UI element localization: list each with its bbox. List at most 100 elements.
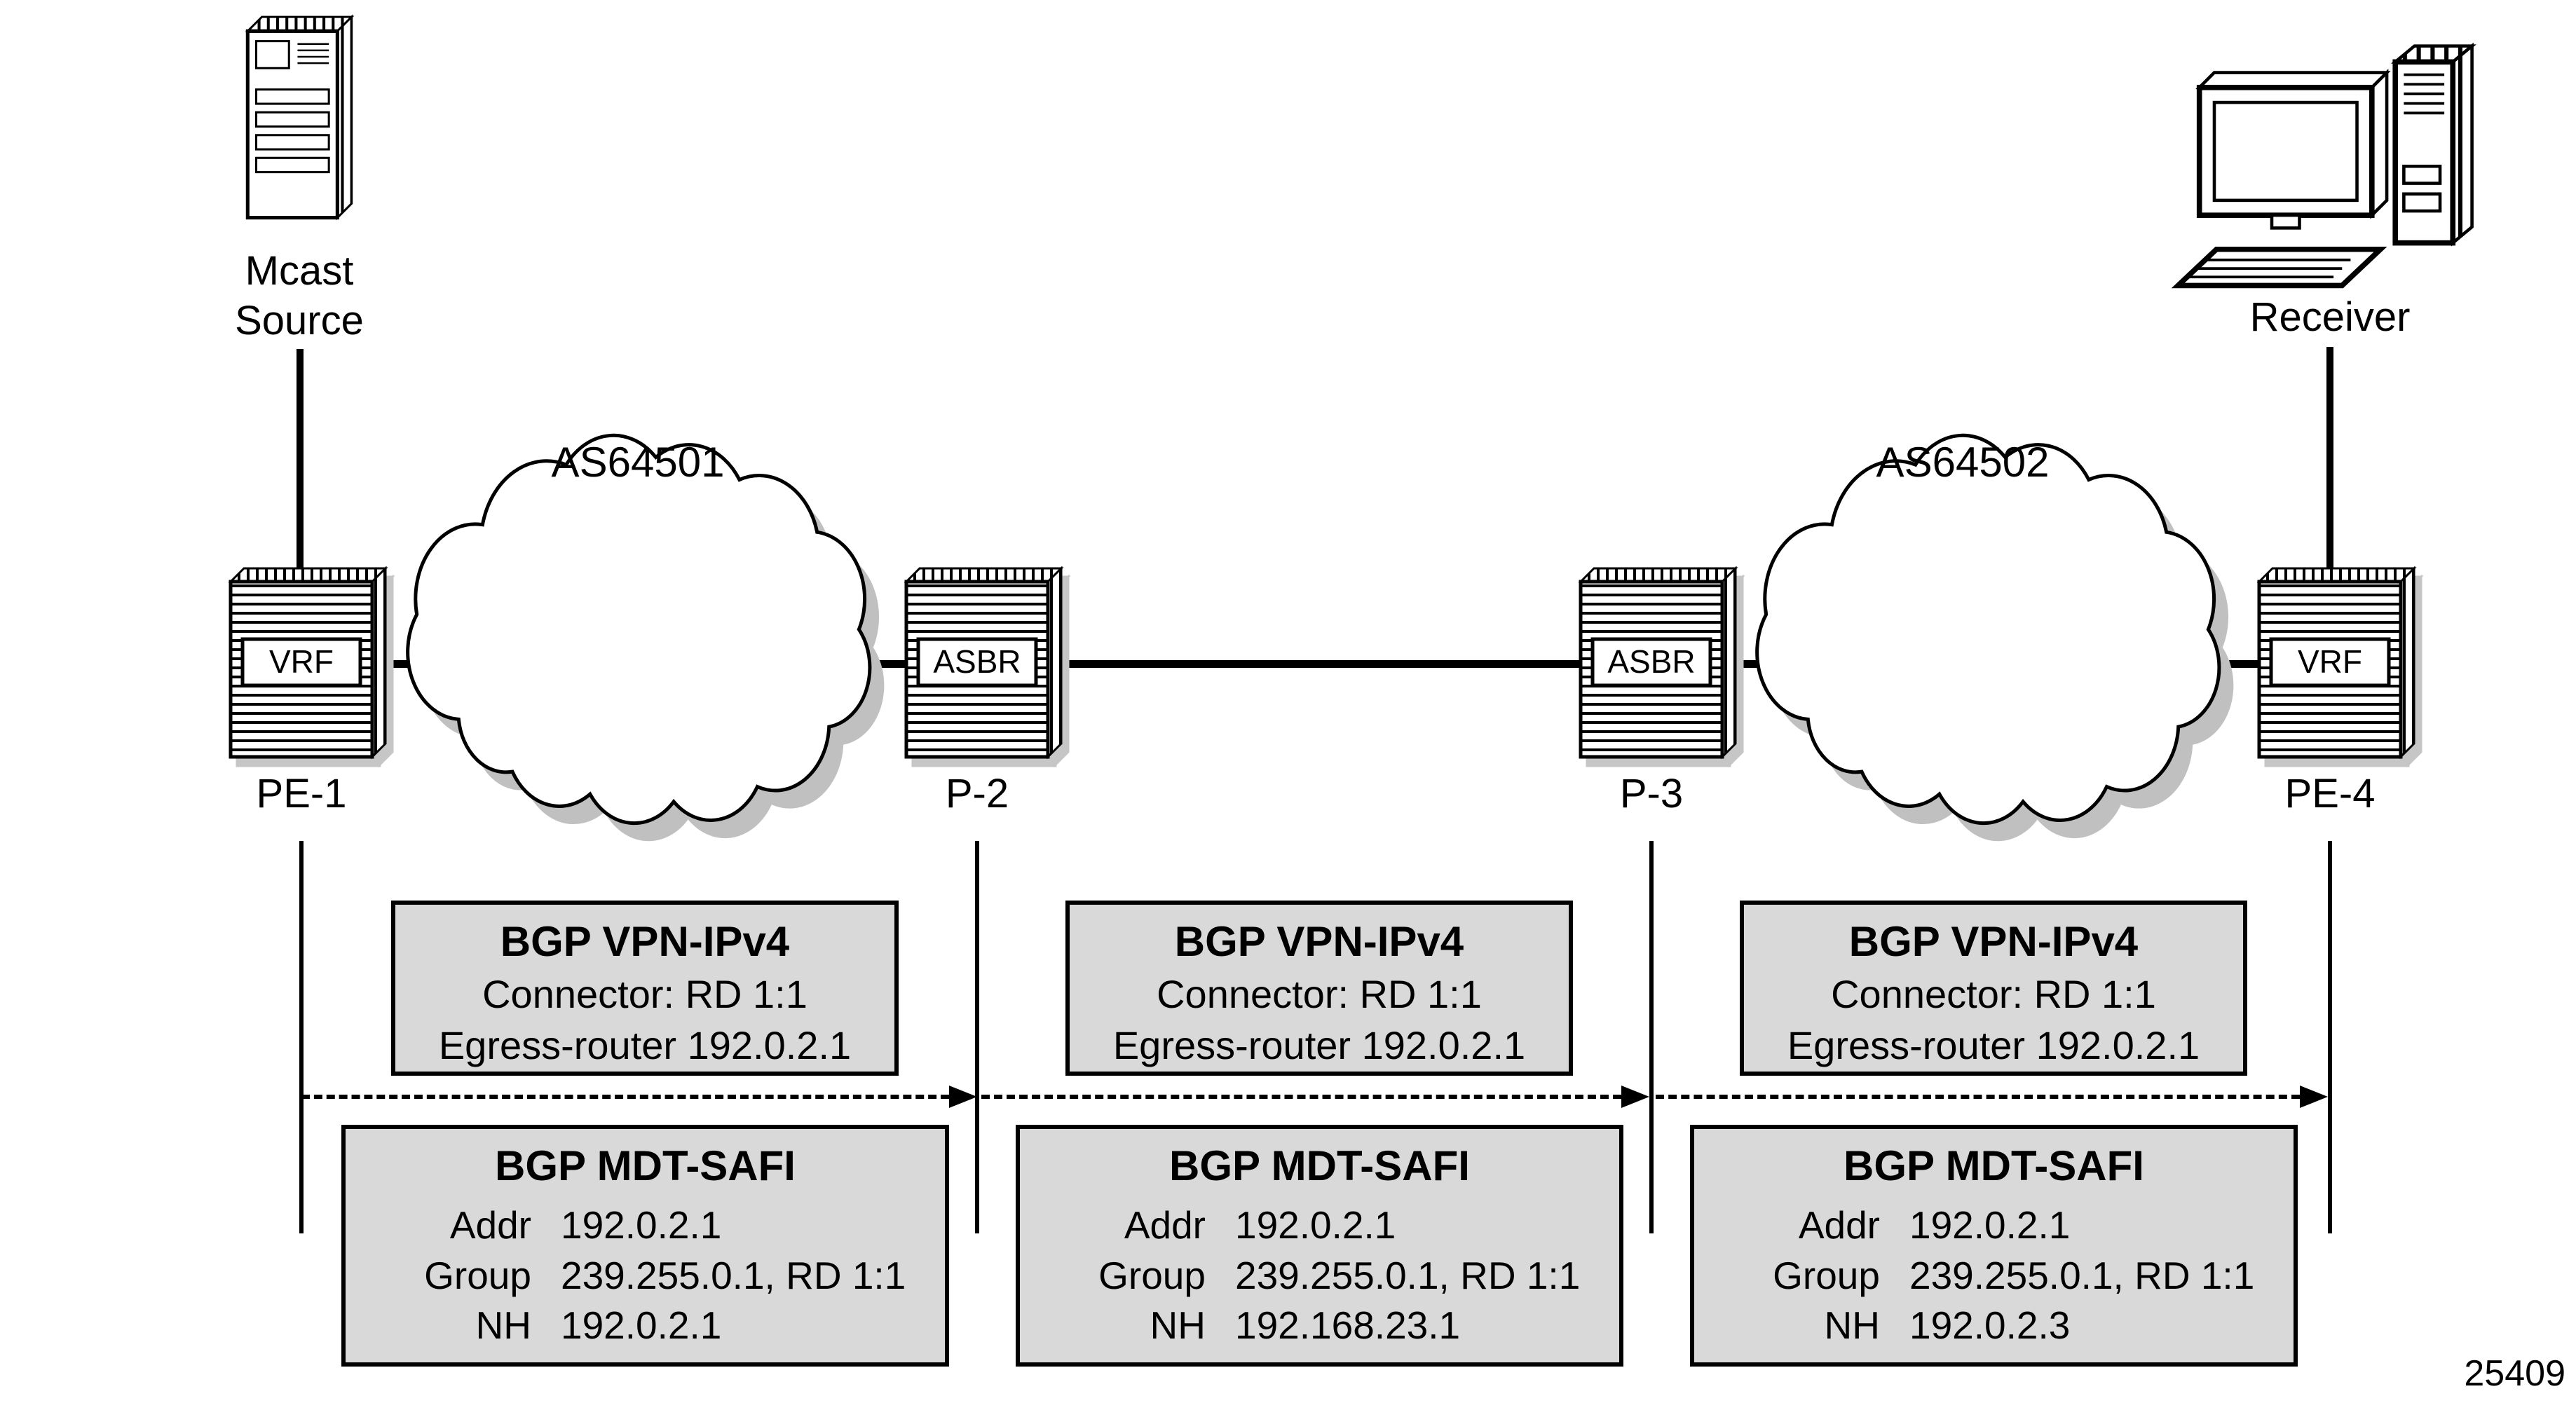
router-name-p3: P-3 bbox=[1619, 771, 1684, 816]
vpn-box-egress: Egress-router 192.0.2.1 bbox=[1112, 1022, 1526, 1067]
router-name-pe4: PE-4 bbox=[2284, 771, 2376, 816]
server-panel bbox=[254, 40, 290, 69]
bgp-vpn-ipv4-box-2: BGP VPN-IPv4 Connector: RD 1:1 Egress-ro… bbox=[1065, 901, 1573, 1076]
bgp-vpn-ipv4-box-1: BGP VPN-IPv4 Connector: RD 1:1 Egress-ro… bbox=[391, 901, 899, 1076]
server-slot bbox=[254, 134, 330, 151]
router-side-face bbox=[2399, 566, 2415, 760]
tower-front-face bbox=[2392, 59, 2456, 246]
mdt-row-value: 239.255.0.1, RD 1:1 bbox=[1235, 1253, 1581, 1297]
router-top-face bbox=[1578, 567, 1738, 583]
arrowhead-icon bbox=[949, 1086, 977, 1108]
tower-vents bbox=[2404, 73, 2445, 115]
mdt-row-label: Group bbox=[1098, 1253, 1206, 1297]
mdt-row-label: Addr bbox=[1798, 1203, 1880, 1247]
mdt-row-label: NH bbox=[475, 1303, 531, 1347]
monitor-stand bbox=[2270, 213, 2301, 230]
tower-drive-bay bbox=[2402, 192, 2442, 213]
router-side-face bbox=[371, 566, 387, 760]
mdt-row-label: Group bbox=[1773, 1253, 1880, 1297]
receiver-icon bbox=[2166, 41, 2488, 294]
arrowhead-icon bbox=[1621, 1086, 1649, 1108]
multicast-source-label-line2: Source bbox=[235, 297, 364, 343]
router-top-face bbox=[228, 567, 388, 583]
mdt-row: Addr 192.0.2.1 bbox=[388, 1200, 945, 1251]
cloud-outline bbox=[408, 435, 870, 823]
mdt-box-title: BGP MDT-SAFI bbox=[1844, 1142, 2144, 1189]
as64502-label: AS64502 bbox=[1876, 439, 2050, 486]
mdt-rows: Addr 192.0.2.1 Group 239.255.0.1, RD 1:1… bbox=[346, 1200, 945, 1351]
monitor-screen bbox=[2212, 100, 2359, 203]
bgp-update-arrow-segment-2 bbox=[981, 1095, 1621, 1099]
multicast-source-label: Mcast Source bbox=[194, 247, 404, 346]
tower-drive-bay bbox=[2402, 164, 2442, 185]
router-role-label: VRF bbox=[2298, 643, 2362, 680]
bgp-mdt-safi-box-3: BGP MDT-SAFI Addr 192.0.2.1 Group 239.25… bbox=[1690, 1125, 2298, 1367]
bgp-update-arrow-segment-1 bbox=[301, 1095, 949, 1099]
router-pe1: VRF bbox=[228, 566, 388, 762]
mdt-row-value: 239.255.0.1, RD 1:1 bbox=[561, 1253, 906, 1297]
mdt-row-label: Addr bbox=[449, 1203, 531, 1247]
tower-side-face bbox=[2451, 42, 2474, 247]
router-top-face bbox=[904, 567, 1064, 583]
router-role-label: ASBR bbox=[933, 643, 1021, 680]
mdt-row-value: 192.0.2.3 bbox=[1909, 1303, 2071, 1347]
arrowhead-icon bbox=[2300, 1086, 2328, 1108]
mdt-row: NH 192.0.2.3 bbox=[1736, 1301, 2294, 1351]
router-pe4: VRF bbox=[2256, 566, 2417, 762]
lane-line-p3 bbox=[1649, 841, 1654, 1233]
mdt-rows: Addr 192.0.2.1 Group 239.255.0.1, RD 1:1… bbox=[1020, 1200, 1619, 1351]
router-p3: ASBR bbox=[1578, 566, 1738, 762]
server-slot bbox=[254, 156, 330, 174]
cloud-shape bbox=[375, 375, 885, 842]
lane-line-p2 bbox=[975, 841, 979, 1233]
bgp-vpn-ipv4-box-3: BGP VPN-IPv4 Connector: RD 1:1 Egress-ro… bbox=[1740, 901, 2247, 1076]
receiver-access-link bbox=[2326, 347, 2333, 570]
mdt-row: Group 239.255.0.1, RD 1:1 bbox=[1736, 1251, 2294, 1301]
server-top-face bbox=[245, 15, 355, 32]
bgp-mdt-safi-box-2: BGP MDT-SAFI Addr 192.0.2.1 Group 239.25… bbox=[1016, 1125, 1623, 1367]
mdt-row: Group 239.255.0.1, RD 1:1 bbox=[1062, 1251, 1619, 1301]
router-icon: ASBR bbox=[1578, 566, 1738, 760]
vpn-box-egress: Egress-router 192.0.2.1 bbox=[438, 1022, 852, 1067]
vpn-box-title: BGP VPN-IPv4 bbox=[1174, 918, 1464, 965]
server-side-face bbox=[336, 14, 353, 221]
mdt-box-title: BGP MDT-SAFI bbox=[495, 1142, 796, 1189]
mdt-rows: Addr 192.0.2.1 Group 239.255.0.1, RD 1:1… bbox=[1694, 1200, 2294, 1351]
server-slot bbox=[254, 111, 330, 128]
server-slot bbox=[254, 88, 330, 105]
receiver-label: Receiver bbox=[2218, 293, 2442, 343]
mdt-row: Addr 192.0.2.1 bbox=[1736, 1200, 2294, 1251]
vpn-box-title: BGP VPN-IPv4 bbox=[500, 918, 790, 965]
mdt-box-title: BGP MDT-SAFI bbox=[1169, 1142, 1470, 1189]
keyboard-keys bbox=[2188, 259, 2351, 279]
mdt-row: NH 192.0.2.1 bbox=[388, 1301, 945, 1351]
as64501-cloud bbox=[375, 375, 901, 869]
router-name-p2: P-2 bbox=[945, 771, 1009, 816]
mdt-row-value: 192.168.23.1 bbox=[1235, 1303, 1461, 1347]
mdt-row-label: Addr bbox=[1124, 1203, 1206, 1247]
router-role-label: VRF bbox=[269, 643, 334, 680]
vpn-box-connector: Connector: RD 1:1 bbox=[482, 972, 807, 1016]
as64502-cloud bbox=[1724, 375, 2250, 869]
mdt-row: Group 239.255.0.1, RD 1:1 bbox=[388, 1251, 945, 1301]
router-top-face bbox=[2256, 567, 2417, 583]
source-access-link bbox=[297, 349, 304, 570]
vpn-box-title: BGP VPN-IPv4 bbox=[1848, 918, 2139, 965]
router-icon: ASBR bbox=[904, 566, 1064, 760]
bgp-update-arrow-segment-3 bbox=[1656, 1095, 2300, 1099]
lane-line-pe1 bbox=[299, 841, 304, 1233]
mdt-row-label: NH bbox=[1150, 1303, 1206, 1347]
router-side-face bbox=[1047, 566, 1063, 760]
cloud-outline bbox=[1757, 435, 2219, 823]
lane-line-pe4 bbox=[2328, 841, 2332, 1233]
vpn-box-connector: Connector: RD 1:1 bbox=[1831, 972, 2156, 1016]
router-role-badge bbox=[240, 637, 362, 687]
cloud-shape bbox=[1724, 375, 2234, 842]
router-role-badge bbox=[2269, 637, 2391, 687]
mdt-row: Addr 192.0.2.1 bbox=[1062, 1200, 1619, 1251]
router-icon: VRF bbox=[228, 566, 388, 760]
bgp-mdt-safi-box-1: BGP MDT-SAFI Addr 192.0.2.1 Group 239.25… bbox=[341, 1125, 949, 1367]
mdt-row-value: 192.0.2.1 bbox=[1909, 1203, 2071, 1247]
router-name-pe1: PE-1 bbox=[256, 771, 347, 816]
